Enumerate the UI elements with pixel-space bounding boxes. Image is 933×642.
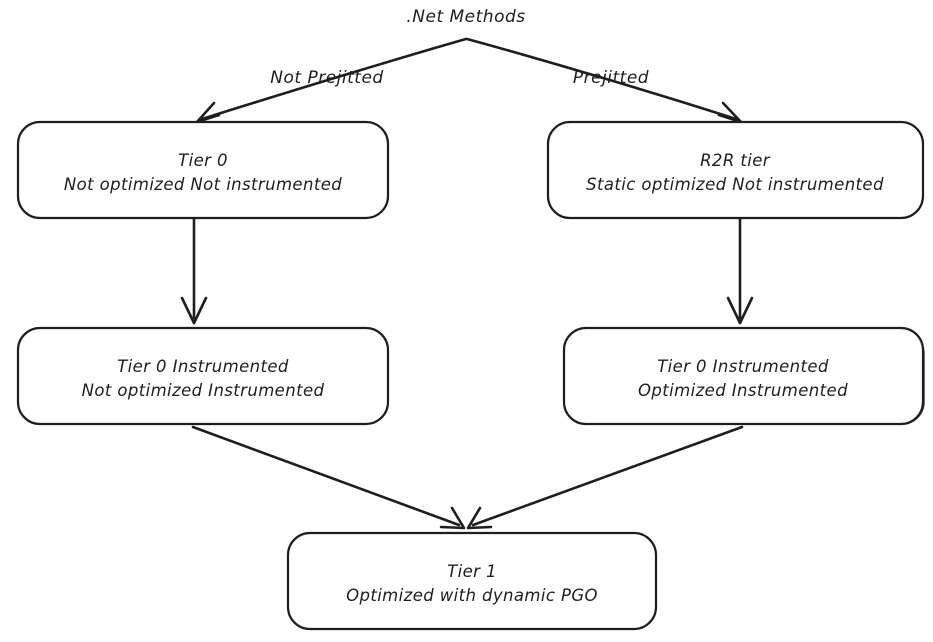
node-tier0-line1: Tier 0	[178, 151, 228, 170]
edge-instrumented-right-to-tier1	[466, 425, 744, 530]
edge-tier0-to-instrumented-left	[180, 217, 208, 325]
node-tier0[interactable]: Tier 0 Not optimized Not instrumented	[16, 120, 390, 220]
node-tier0-line2: Not optimized Not instrumented	[64, 175, 342, 194]
node-instrumented-right-line2: Optimized Instrumented	[638, 381, 848, 400]
node-instrumented-left-line1: Tier 0 Instrumented	[117, 357, 289, 376]
node-tier0-instrumented-left[interactable]: Tier 0 Instrumented Not optimized Instru…	[16, 326, 390, 426]
edge-instrumented-left-to-tier1	[191, 425, 466, 530]
node-r2r-line2: Static optimized Not instrumented	[586, 175, 884, 194]
node-r2r-line1: R2R tier	[700, 151, 771, 170]
root-label: .Net Methods	[406, 7, 525, 27]
node-instrumented-left-line2: Not optimized Instrumented	[82, 381, 325, 400]
edge-root-to-r2r	[465, 37, 743, 124]
edge-label-prejitted: Prejitted	[573, 68, 649, 88]
node-tier1-line2: Optimized with dynamic PGO	[346, 586, 598, 605]
node-tier1-line1: Tier 1	[447, 562, 497, 581]
node-instrumented-right-line1: Tier 0 Instrumented	[657, 357, 829, 376]
edge-r2r-to-instrumented-right	[726, 217, 754, 325]
node-tier0-instrumented-right[interactable]: Tier 0 Instrumented Optimized Instrument…	[562, 326, 925, 426]
edge-root-to-tier0	[195, 37, 468, 124]
edge-label-not-prejitted: Not Prejitted	[270, 68, 383, 88]
node-r2r-tier[interactable]: R2R tier Static optimized Not instrument…	[546, 120, 925, 220]
node-tier1[interactable]: Tier 1 Optimized with dynamic PGO	[286, 531, 658, 631]
